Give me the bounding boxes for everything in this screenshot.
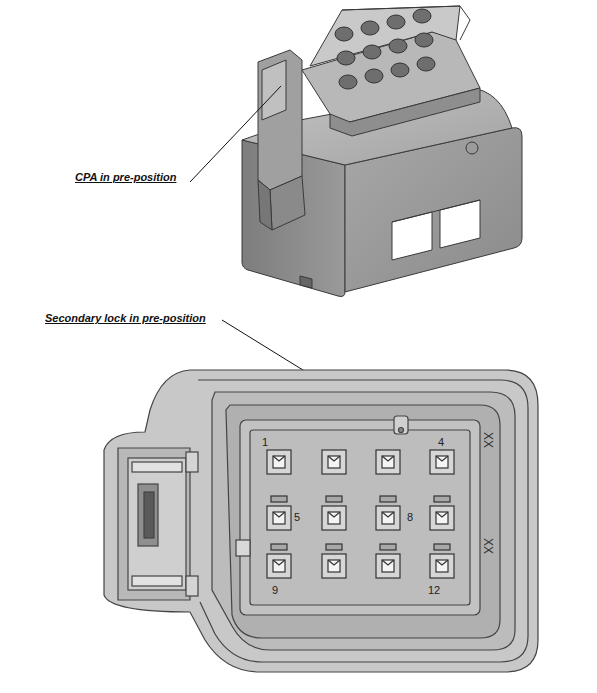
pin-cavity [430,450,454,474]
pin-number: 5 [294,512,300,523]
cavity-hole [337,51,355,65]
callout-text: CPA in pre-position [75,172,176,183]
cavity-hole [417,57,435,71]
pin-cavity [267,506,291,530]
lock-tab [380,496,396,502]
contact-spring [328,512,340,517]
cavity-hole [415,33,433,47]
contact-window [328,456,340,468]
contact-window [273,560,285,572]
contact-spring [382,456,394,461]
contact-window [382,512,394,524]
lock-tab [326,544,342,550]
cavity-hole [387,15,405,29]
pin-number: 9 [272,585,278,596]
contact-spring [436,512,448,517]
pin-cavity [376,450,400,474]
marking-text: XX [482,432,494,448]
lock-tab [434,496,450,502]
pin-cavity [322,554,346,578]
contact-spring [382,560,394,565]
contact-spring [273,560,285,565]
pin-cavity [376,554,400,578]
contact-spring [436,560,448,565]
cavity-hole [335,27,353,41]
contact-window [328,560,340,572]
pin-cavity [322,450,346,474]
contact-window [382,456,394,468]
cavity-hole [363,45,381,59]
contact-spring [273,512,285,517]
cavity-hole [389,39,407,53]
contact-window [273,456,285,468]
callout-text: Secondary lock in pre-position [45,313,206,324]
contact-window [436,512,448,524]
contact-window [382,560,394,572]
cavity-hole [339,75,357,89]
pin-cavity [322,506,346,530]
cavity-hole [413,9,431,23]
lock-tab [271,544,287,550]
pin-number: 1 [262,437,268,448]
contact-spring [382,512,394,517]
cavity-hole [365,69,383,83]
pin-cavity [430,506,454,530]
contact-spring [436,456,448,461]
contact-window [436,456,448,468]
contact-spring [273,456,285,461]
cavity-hole [361,21,379,35]
pin-number: 8 [407,512,413,523]
pin-number: 4 [438,437,444,448]
contact-spring [328,456,340,461]
contact-window [328,512,340,524]
lock-tab [434,544,450,550]
pin-number: 12 [428,585,440,596]
pin-cavity [430,554,454,578]
pin-cavity [376,506,400,530]
cavity-hole [391,63,409,77]
pin-cavity [267,450,291,474]
lock-tab [380,544,396,550]
marking-text: XX [482,538,494,554]
pin-cavity [267,554,291,578]
contact-window [273,512,285,524]
contact-spring [328,560,340,565]
lock-tab [326,496,342,502]
lock-tab [271,496,287,502]
contact-window [436,560,448,572]
